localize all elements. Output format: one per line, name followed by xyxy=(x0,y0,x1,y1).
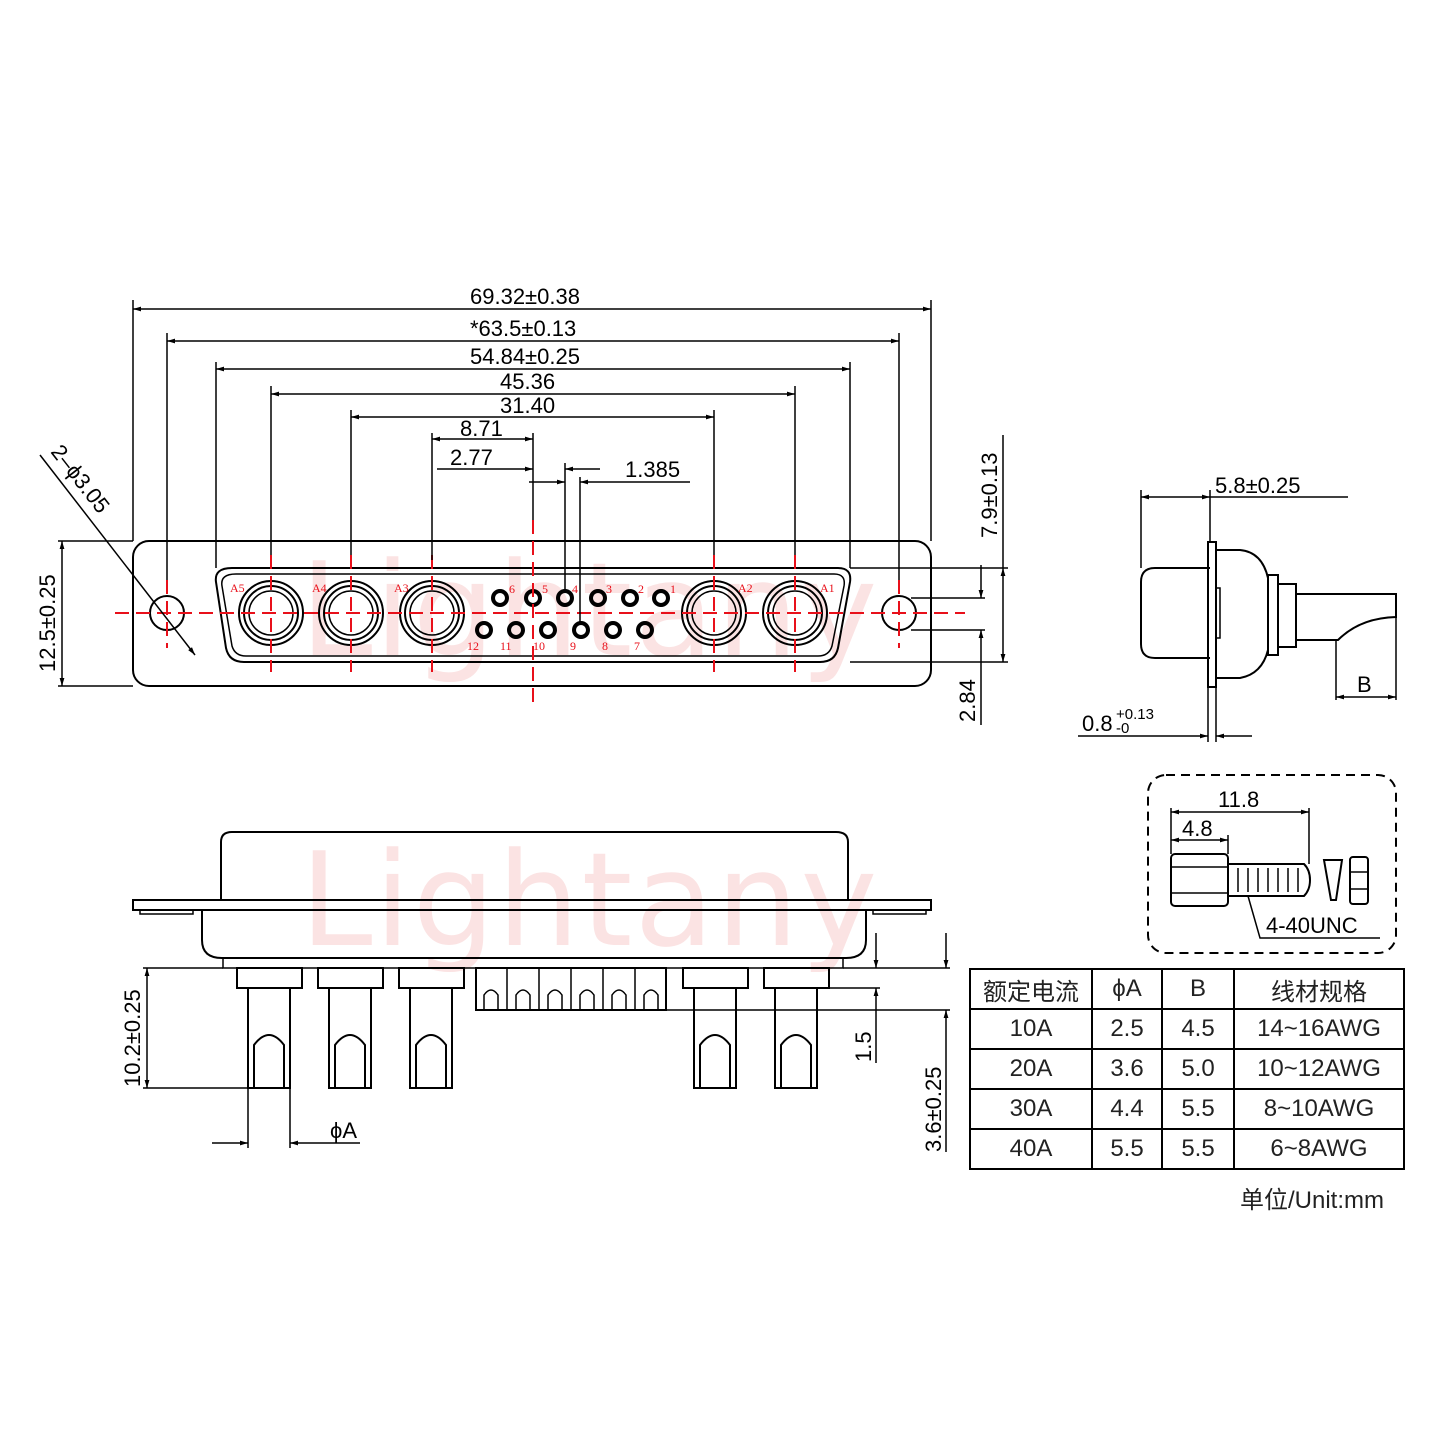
dim-overall-width: 69.32±0.38 xyxy=(470,284,580,309)
dim-signal-length: 3.6±0.25 xyxy=(921,1067,946,1152)
leader-hole xyxy=(39,454,196,656)
thread-spec: 4-40UNC xyxy=(1266,913,1358,938)
label-pin-7: 7 xyxy=(634,639,640,653)
detail-box xyxy=(1147,774,1397,954)
nut xyxy=(1349,856,1369,905)
signal-pins xyxy=(475,967,667,1011)
label-pin-5: 5 xyxy=(542,582,548,596)
dimension-lines xyxy=(133,306,931,485)
cell-awg: 8~10AWG xyxy=(1233,1088,1405,1130)
dim-screw-length: 11.8 xyxy=(1218,787,1259,812)
label-a1: A1 xyxy=(820,581,835,595)
dim-outer-power-pitch: 45.36 xyxy=(500,369,555,394)
label-a5: A5 xyxy=(230,581,245,595)
label-pin-8: 8 xyxy=(602,639,608,653)
dim-standoff: 1.5 xyxy=(851,1031,876,1062)
bottom-shell-top xyxy=(220,831,849,900)
cell-diameter: 4.4 xyxy=(1091,1088,1163,1130)
shell-inner xyxy=(221,573,846,657)
header-wire-spec: 线材规格 xyxy=(1233,968,1405,1010)
dim-row-spacing: 2.84 xyxy=(955,679,980,722)
shell-outer xyxy=(214,567,852,663)
cell-b: 5.5 xyxy=(1161,1088,1235,1130)
table-row: 20A 3.6 5.0 10~12AWG xyxy=(969,1048,1405,1090)
label-a4: A4 xyxy=(312,581,327,595)
spec-table: 额定电流 ϕA B 线材规格 10A 2.5 4.5 14~16AWG 20A … xyxy=(969,968,1405,1170)
label-pin-9: 9 xyxy=(570,639,576,653)
side-body xyxy=(1216,549,1269,679)
cell-b: 5.5 xyxy=(1161,1128,1235,1170)
header-rated-current: 额定电流 xyxy=(969,968,1093,1010)
label-pin-12: 12 xyxy=(467,639,479,653)
cell-awg: 14~16AWG xyxy=(1233,1008,1405,1050)
center-lines xyxy=(115,520,965,705)
dim-signal-pitch: 2.77 xyxy=(450,445,493,470)
dim-depth: 5.8±0.25 xyxy=(1215,473,1300,498)
lock-washer xyxy=(1322,859,1344,901)
thread-leader xyxy=(1247,895,1380,939)
bottom-view: 10.2±0.25 ϕA 1.5 3.6±0.25 xyxy=(120,831,950,1152)
cell-awg: 10~12AWG xyxy=(1233,1048,1405,1090)
label-pin-2: 2 xyxy=(638,582,644,596)
cell-diameter: 2.5 xyxy=(1091,1008,1163,1050)
label-pin-6: 6 xyxy=(509,582,515,596)
screw-hex xyxy=(1170,853,1229,907)
cell-current: 10A xyxy=(969,1008,1093,1050)
dim-pin-length: 10.2±0.25 xyxy=(120,989,145,1087)
cell-awg: 6~8AWG xyxy=(1233,1128,1405,1170)
screw-detail: 11.8 4.8 4-40UNC xyxy=(1147,774,1397,954)
watermark-front: Lightany xyxy=(300,534,879,686)
label-pin-10: 10 xyxy=(533,639,545,653)
signal-contacts-bottom xyxy=(475,621,654,639)
cell-diameter: 5.5 xyxy=(1091,1128,1163,1170)
dim-hex-length: 4.8 xyxy=(1182,816,1213,841)
dim-flange-thickness: 0.8 xyxy=(1082,711,1113,736)
side-flange xyxy=(1207,541,1217,688)
cell-diameter: 3.6 xyxy=(1091,1048,1163,1090)
label-pin-11: 11 xyxy=(500,639,512,653)
label-pin-1: 1 xyxy=(670,582,676,596)
header-diameter-a: ϕA xyxy=(1091,968,1163,1010)
header-b: B xyxy=(1161,968,1235,1010)
dim-bend-b: B xyxy=(1357,672,1372,697)
label-a2: A2 xyxy=(738,581,753,595)
extension-lines xyxy=(132,300,932,624)
unit-label: 单位/Unit:mm xyxy=(1240,1187,1384,1214)
dim-flange-height: 12.5±0.25 xyxy=(35,574,60,672)
dim-flange-tol-plus: +0.13 xyxy=(1116,706,1154,723)
bottom-flange xyxy=(132,899,932,911)
dim-hole-pitch: *63.5±0.13 xyxy=(470,316,576,341)
label-pin-4: 4 xyxy=(572,582,578,596)
dim-shell-width: 54.84±0.25 xyxy=(470,344,580,369)
label-pin-3: 3 xyxy=(606,582,612,596)
screw-thread xyxy=(1227,863,1312,897)
cell-b: 4.5 xyxy=(1161,1008,1235,1050)
label-a3: A3 xyxy=(394,581,409,595)
side-shell xyxy=(1140,567,1210,659)
table-row: 30A 4.4 5.5 8~10AWG xyxy=(969,1088,1405,1130)
dim-pin-diameter: ϕA xyxy=(330,1118,357,1143)
side-pin xyxy=(1296,593,1397,641)
dim-flange-tol-minus: -0 xyxy=(1116,720,1129,737)
table-row: 40A 5.5 5.5 6~8AWG xyxy=(969,1128,1405,1170)
cell-current: 40A xyxy=(969,1128,1093,1170)
cell-current: 20A xyxy=(969,1048,1093,1090)
front-view: A5 A4 A3 A2 A1 6 5 4 3 2 1 12 11 10 9 8 … xyxy=(35,284,1008,725)
power-pins xyxy=(236,967,830,1089)
dim-row-offset: 1.385 xyxy=(625,457,680,482)
dim-shell-height: 7.9±0.13 xyxy=(977,453,1002,538)
dim-signal-offset: 8.71 xyxy=(460,416,503,441)
table-row: 10A 2.5 4.5 14~16AWG xyxy=(969,1008,1405,1050)
side-view: 5.8±0.25 B 0.8 +0.13 -0 xyxy=(1078,473,1397,742)
cell-b: 5.0 xyxy=(1161,1048,1235,1090)
table-header-row: 额定电流 ϕA B 线材规格 xyxy=(969,968,1405,1010)
dim-inner-power-pitch: 31.40 xyxy=(500,393,555,418)
cell-current: 30A xyxy=(969,1088,1093,1130)
